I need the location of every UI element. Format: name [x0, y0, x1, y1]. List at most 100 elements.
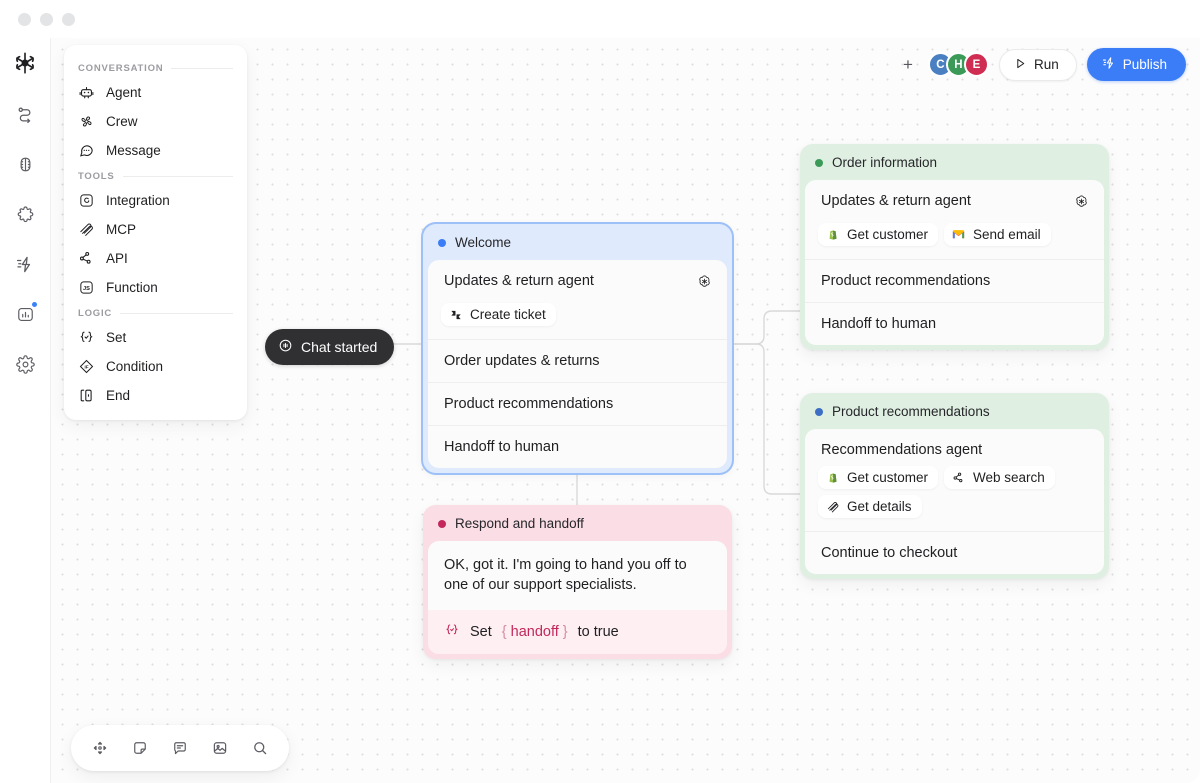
publish-button[interactable]: Publish — [1086, 48, 1186, 81]
sticky-note-icon[interactable] — [123, 733, 157, 763]
node-body: OK, got it. I'm going to hand you off to… — [428, 541, 727, 654]
close-icon[interactable] — [18, 12, 31, 26]
set-variable-row[interactable]: Set { handoff } to true — [428, 610, 727, 654]
robot-icon — [78, 84, 95, 101]
set-prefix: Set — [470, 624, 492, 640]
sidebar-item-integrations[interactable] — [8, 197, 42, 231]
app-logo[interactable] — [12, 50, 38, 81]
palette-item-label: API — [106, 251, 128, 266]
route-row[interactable]: Product recommendations — [428, 382, 727, 425]
route-row[interactable]: Handoff to human — [428, 425, 727, 468]
tool-chip-create-ticket[interactable]: Create ticket — [441, 303, 556, 326]
node-header: Product recommendations — [800, 393, 1109, 429]
add-collaborator-button[interactable]: + — [902, 55, 913, 74]
sidebar-item-knowledge[interactable] — [8, 147, 42, 181]
route-row[interactable]: Handoff to human — [805, 302, 1104, 345]
palette-item-crew[interactable]: Crew — [64, 107, 247, 136]
chat-started-node[interactable]: Chat started — [265, 329, 395, 365]
avatar[interactable]: E — [963, 52, 989, 77]
image-icon[interactable] — [203, 733, 237, 763]
route-row[interactable]: Order updates & returns — [428, 339, 727, 382]
palette-item-label: Condition — [106, 359, 164, 374]
palette-item-api[interactable]: API — [64, 244, 247, 273]
palette-item-label: Integration — [106, 193, 170, 208]
palette-item-condition[interactable]: IF Condition — [64, 352, 247, 381]
set-braces-icon — [444, 622, 460, 642]
set-variable: { handoff } — [502, 624, 568, 640]
palette-item-function[interactable]: JS Function — [64, 273, 247, 302]
node-body: Recommendations agent Get customer — [805, 429, 1104, 574]
agent-name: Updates & return agent — [821, 193, 971, 209]
node-title: Product recommendations — [832, 404, 990, 419]
palette-item-set[interactable]: Set — [64, 323, 247, 352]
chat-started-label: Chat started — [301, 339, 378, 355]
tool-chip-web-search[interactable]: Web search — [944, 466, 1055, 489]
route-row[interactable]: Product recommendations — [805, 259, 1104, 302]
minimize-icon[interactable] — [40, 12, 53, 26]
tool-chip-label: Web search — [973, 470, 1045, 485]
status-dot — [438, 519, 446, 528]
sidebar-item-automations[interactable] — [8, 247, 42, 281]
search-icon[interactable] — [243, 733, 277, 763]
variable-name: handoff — [510, 624, 559, 640]
agent-name: Recommendations agent — [821, 442, 983, 458]
openai-icon — [696, 273, 713, 295]
node-title: Respond and handoff — [455, 516, 584, 531]
palette-item-end[interactable]: End — [64, 381, 247, 410]
divider — [171, 68, 233, 69]
run-button[interactable]: Run — [998, 48, 1077, 81]
status-dot — [815, 158, 823, 167]
maximize-icon[interactable] — [62, 12, 75, 26]
chat-start-icon — [278, 338, 293, 356]
tool-chip-get-details[interactable]: Get details — [818, 495, 922, 518]
close-brace: } — [562, 624, 568, 640]
route-row[interactable]: Continue to checkout — [805, 531, 1104, 574]
node-body: Updates & return agent Create ticket — [428, 260, 727, 468]
agent-row[interactable]: Updates & return agent — [428, 260, 727, 300]
flow-node-order-information[interactable]: Order information Updates & return agent — [800, 144, 1109, 350]
flow-node-product-recommendations[interactable]: Product recommendations Recommendations … — [800, 393, 1109, 579]
sidebar-item-flows[interactable] — [8, 97, 42, 131]
publish-spark-icon — [1102, 56, 1116, 73]
sidebar-item-analytics[interactable] — [8, 297, 42, 331]
palette-item-mcp[interactable]: MCP — [64, 215, 247, 244]
api-node-icon — [78, 250, 95, 267]
message-bubble-icon — [78, 142, 95, 159]
palette-item-agent[interactable]: Agent — [64, 78, 247, 107]
palette-item-label: End — [106, 388, 131, 403]
flow-node-welcome[interactable]: Welcome Updates & return agent — [423, 224, 732, 473]
agent-row[interactable]: Updates & return agent — [805, 180, 1104, 220]
palette-section-header: TOOLS — [64, 165, 247, 186]
svg-text:JS: JS — [83, 286, 90, 292]
palette-item-label: Agent — [106, 85, 142, 100]
crew-icon — [78, 113, 95, 130]
flow-node-respond-and-handoff[interactable]: Respond and handoff OK, got it. I'm goin… — [423, 505, 732, 659]
tool-chip-send-email[interactable]: Send email — [944, 223, 1051, 246]
palette-item-label: Crew — [106, 114, 138, 129]
left-rail — [0, 38, 51, 783]
node-title: Order information — [832, 155, 938, 170]
node-title: Welcome — [455, 235, 512, 250]
node-header: Welcome — [423, 224, 732, 260]
palette-item-integration[interactable]: Integration — [64, 186, 247, 215]
palette-item-message[interactable]: Message — [64, 136, 247, 165]
mcp-icon — [78, 221, 95, 238]
divider — [122, 176, 233, 177]
agent-row[interactable]: Recommendations agent — [805, 429, 1104, 463]
canvas-bottom-toolbar — [71, 725, 289, 771]
status-dot — [438, 238, 446, 247]
tool-chip-get-customer[interactable]: Get customer — [818, 466, 939, 489]
pan-move-icon[interactable] — [83, 733, 117, 763]
comment-icon[interactable] — [163, 733, 197, 763]
condition-if-icon: IF — [78, 358, 95, 375]
tool-chip-label: Get customer — [847, 227, 929, 242]
set-braces-icon — [78, 329, 95, 346]
flow-canvas[interactable]: CONVERSATION Agent Crew — [51, 38, 1200, 783]
status-dot — [815, 407, 823, 416]
palette-item-label: MCP — [106, 222, 136, 237]
tool-chip-get-customer[interactable]: Get customer — [818, 223, 939, 246]
play-icon — [1014, 57, 1027, 73]
sidebar-item-settings[interactable] — [8, 347, 42, 381]
js-function-icon: JS — [78, 279, 95, 296]
